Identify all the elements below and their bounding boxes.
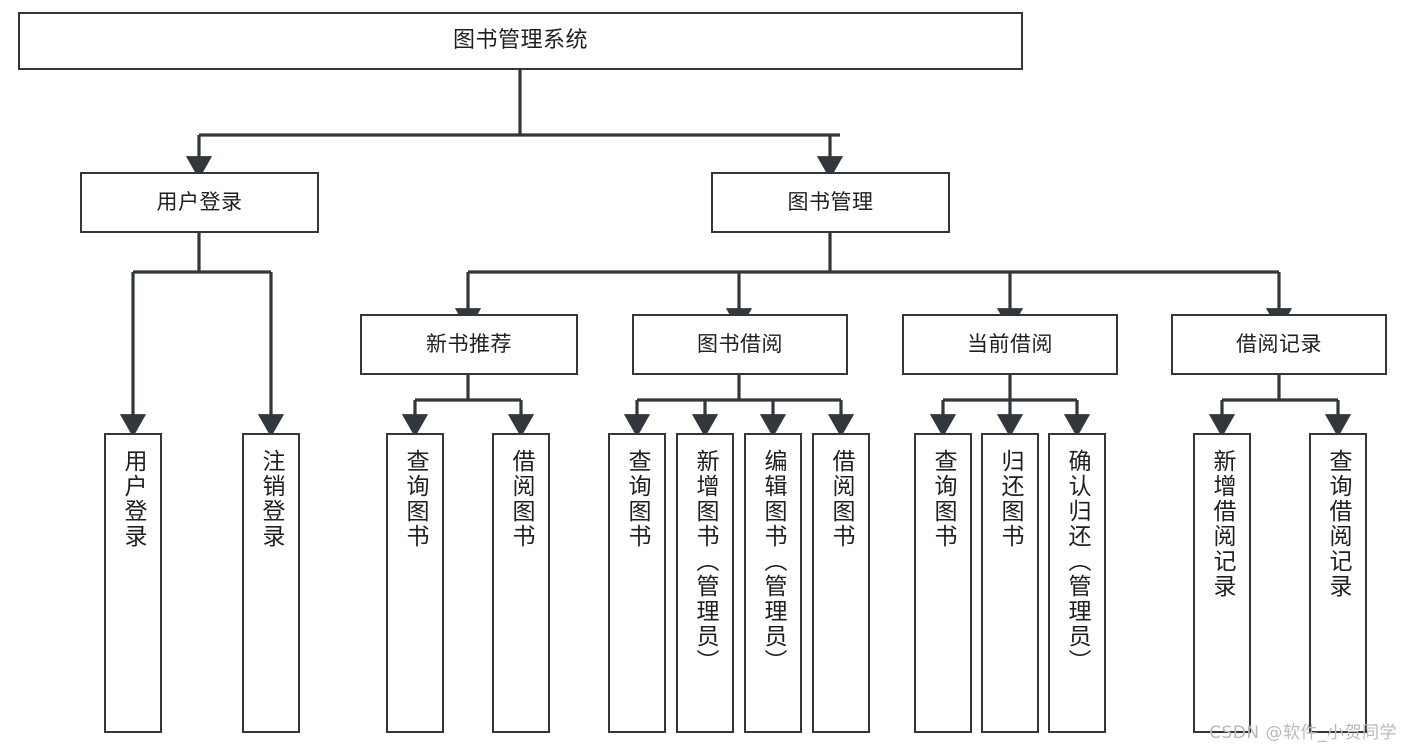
node-book-manage-label: 图书管理 [787,190,874,214]
leaf-add-book[interactable]: 新增图书（管理员） [676,433,734,733]
leaf-logout-login-label: 注销登录 [258,449,285,549]
node-new-book-recommend-label: 新书推荐 [426,332,512,356]
leaf-add-book-label: 新增图书（管理员） [692,449,719,674]
leaf-add-record-label: 新增借阅记录 [1209,449,1236,599]
node-borrow-record[interactable]: 借阅记录 [1171,314,1387,375]
node-borrow-record-label: 借阅记录 [1236,332,1322,356]
node-book-borrow[interactable]: 图书借阅 [632,314,848,375]
leaf-user-login[interactable]: 用户登录 [104,433,162,733]
node-current-borrow[interactable]: 当前借阅 [902,314,1118,375]
leaf-logout-login[interactable]: 注销登录 [242,433,300,733]
leaf-query-book-3-label: 查询图书 [930,449,957,549]
node-new-book-recommend[interactable]: 新书推荐 [360,314,578,375]
leaf-query-book-1-label: 查询图书 [402,449,429,549]
node-book-manage[interactable]: 图书管理 [711,172,950,233]
leaf-confirm-return-label: 确认归还（管理员） [1064,449,1091,674]
leaf-borrow-book-1[interactable]: 借阅图书 [492,433,550,733]
node-user-login-label: 用户登录 [156,190,243,214]
leaf-borrow-book-2-label: 借阅图书 [828,449,855,549]
node-root[interactable]: 图书管理系统 [18,12,1023,70]
node-book-borrow-label: 图书借阅 [697,332,783,356]
leaf-edit-book-label: 编辑图书（管理员） [760,449,787,674]
leaf-query-book-2[interactable]: 查询图书 [608,433,666,733]
leaf-query-book-1[interactable]: 查询图书 [386,433,444,733]
node-user-login[interactable]: 用户登录 [80,172,319,233]
leaf-borrow-book-1-label: 借阅图书 [508,449,535,549]
watermark: CSDN @软件_小贺同学 [1209,723,1397,743]
leaf-add-record[interactable]: 新增借阅记录 [1193,433,1251,733]
leaf-query-record-label: 查询借阅记录 [1325,449,1352,599]
leaf-edit-book[interactable]: 编辑图书（管理员） [744,433,802,733]
leaf-query-book-3[interactable]: 查询图书 [914,433,972,733]
leaf-borrow-book-2[interactable]: 借阅图书 [812,433,870,733]
leaf-user-login-label: 用户登录 [120,449,147,549]
leaf-return-book-label: 归还图书 [997,449,1024,549]
node-current-borrow-label: 当前借阅 [967,332,1053,356]
node-root-label: 图书管理系统 [452,28,588,53]
leaf-confirm-return[interactable]: 确认归还（管理员） [1048,433,1106,733]
leaf-return-book[interactable]: 归还图书 [981,433,1039,733]
leaf-query-book-2-label: 查询图书 [624,449,651,549]
leaf-query-record[interactable]: 查询借阅记录 [1309,433,1367,733]
